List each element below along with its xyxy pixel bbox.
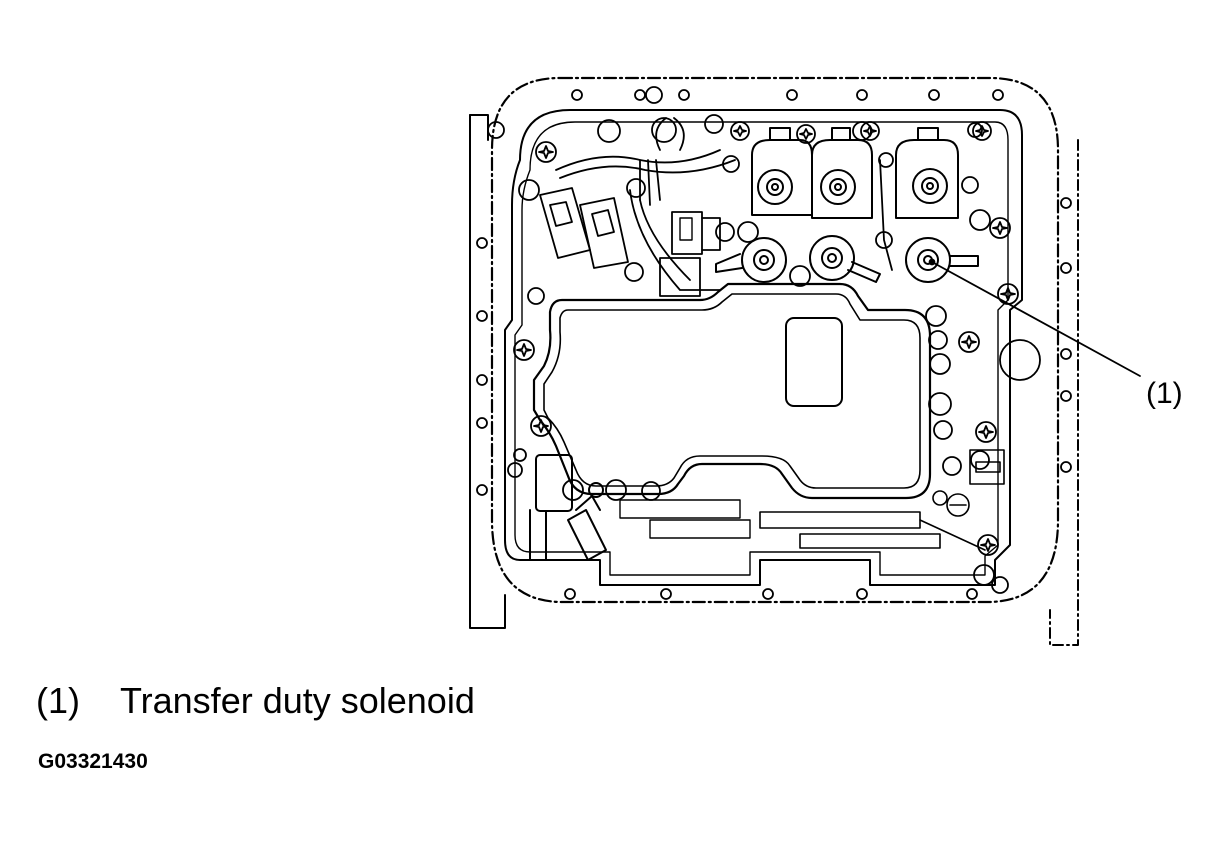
bolt bbox=[796, 124, 816, 144]
callout-leader bbox=[928, 258, 1141, 377]
connector-left-a bbox=[539, 187, 591, 259]
lower-right-detail bbox=[759, 449, 1005, 551]
bolt bbox=[972, 121, 992, 141]
bolt bbox=[730, 121, 750, 141]
bolt bbox=[513, 339, 535, 361]
upper-solenoids bbox=[751, 127, 959, 219]
callout-number: (1) bbox=[1146, 377, 1183, 410]
bolt bbox=[530, 415, 552, 437]
bolt bbox=[977, 534, 999, 556]
lower-solenoid-1 bbox=[715, 237, 787, 283]
wiring-harness bbox=[539, 117, 894, 297]
small-plugs bbox=[507, 114, 1041, 586]
valve-body-plate bbox=[504, 109, 1023, 586]
lower-left-fitting bbox=[529, 454, 751, 561]
upper-solenoid-2 bbox=[811, 127, 873, 219]
legend-text: Transfer duty solenoid bbox=[120, 680, 475, 721]
upper-solenoid-3 bbox=[895, 127, 959, 219]
bolt bbox=[975, 421, 997, 443]
upper-solenoid-1 bbox=[751, 127, 813, 216]
lower-solenoids bbox=[715, 235, 979, 283]
valve-body-bolts bbox=[513, 121, 1019, 556]
connector-left-b bbox=[579, 197, 629, 269]
bolt bbox=[989, 217, 1011, 239]
figure-code: G03321430 bbox=[38, 750, 148, 773]
oil-strainer bbox=[532, 282, 932, 500]
bolt bbox=[958, 331, 980, 353]
legend: (1) Transfer duty solenoid bbox=[36, 680, 475, 722]
bolt bbox=[860, 121, 880, 141]
bolt bbox=[535, 141, 557, 163]
transfer-duty-solenoid bbox=[905, 237, 979, 283]
legend-number: (1) bbox=[36, 680, 80, 721]
pan-bolt-holes bbox=[476, 86, 1072, 600]
lower-solenoid-2 bbox=[809, 235, 881, 283]
oil-pan-outline bbox=[490, 76, 1060, 604]
